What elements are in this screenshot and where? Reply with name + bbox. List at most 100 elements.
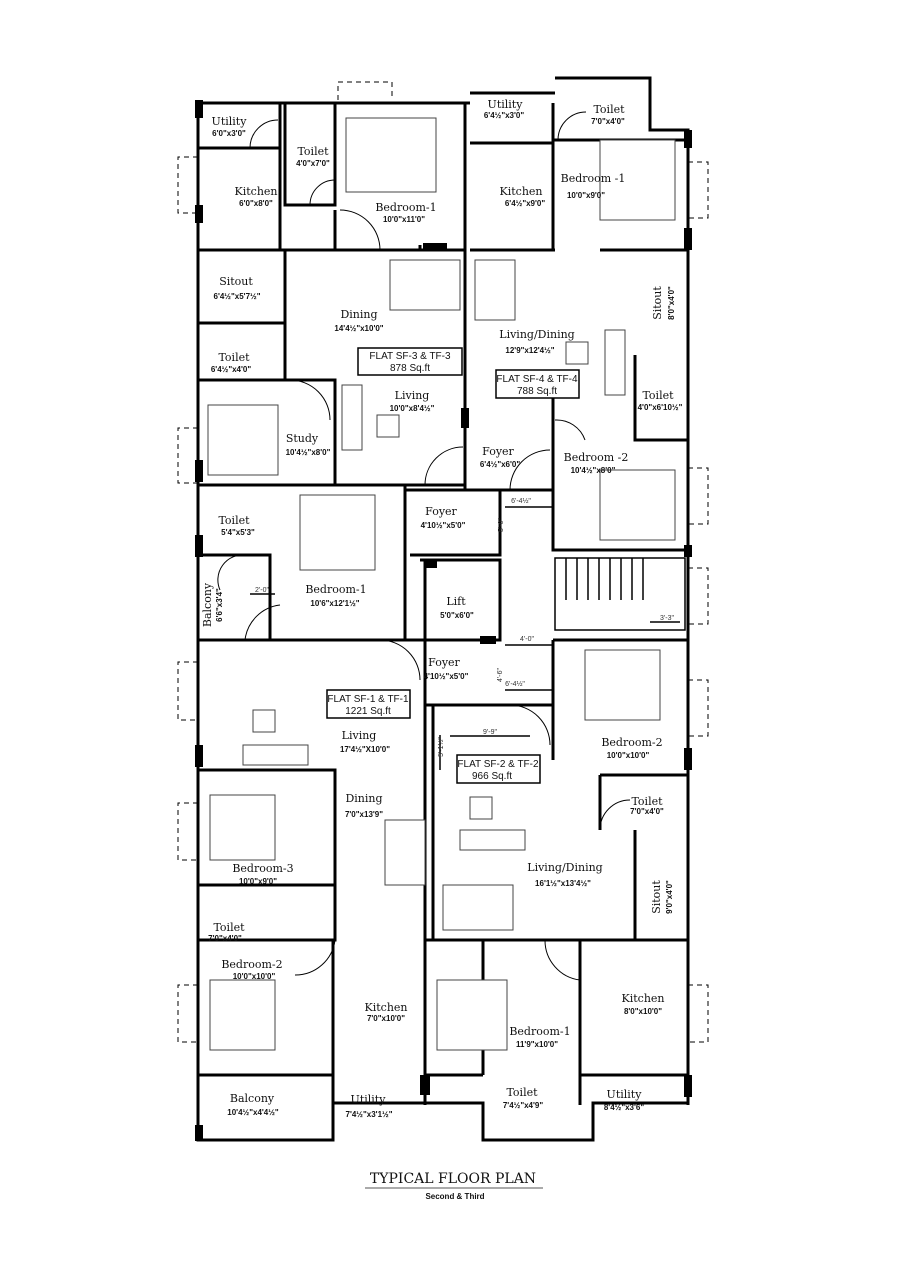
bed <box>584 649 661 721</box>
bed <box>209 794 276 861</box>
room-size: 10'4½"x8'0" <box>286 448 331 457</box>
room-size: 11'9"x10'0" <box>516 1040 558 1049</box>
flat-label: FLAT SF-3 & TF-3 <box>369 351 451 362</box>
room-size: 6'0"x8'0" <box>239 199 273 208</box>
room-size: 10'4½"x4'4½" <box>227 1108 279 1117</box>
sofa <box>604 329 626 396</box>
room-size: 10'0"x9'0" <box>567 191 605 200</box>
room-size: 6'4½"x4'0" <box>211 365 252 374</box>
room-name: Foyer <box>425 505 457 518</box>
room-name: Living/Dining <box>499 328 574 341</box>
room-size: 7'0"x10'0" <box>367 1014 405 1023</box>
room-name: Toilet <box>218 514 250 527</box>
plan-subtitle: Second & Third <box>425 1192 484 1201</box>
room-name: Toilet <box>297 145 329 158</box>
room-size: 7'0"x4'0" <box>208 934 242 943</box>
coffee-table <box>376 414 400 438</box>
room-size: 10'4½"x8'0" <box>571 466 616 475</box>
room-size: 7'4½"x4'9" <box>503 1101 544 1110</box>
dining-table <box>442 884 514 931</box>
room-name: Toilet <box>213 921 245 934</box>
room-size: 10'0"x10'0" <box>233 972 276 981</box>
room-name: Dining <box>340 308 377 321</box>
dining-table <box>474 259 516 321</box>
room-name: Bedroom-1 <box>509 1025 570 1038</box>
flat-label-box <box>495 369 580 399</box>
room-size: 7'4½"x3'1½" <box>346 1110 393 1119</box>
flat-label: FLAT SF-2 & TF-2 <box>457 759 539 770</box>
bed <box>599 139 676 221</box>
flat-sf1: FLAT SF-1 & TF-1 1221 Sq.ft Living 17'4½… <box>208 689 411 1119</box>
room-name: Bedroom-1 <box>375 201 436 214</box>
flat-label: FLAT SF-4 & TF-4 <box>496 374 578 385</box>
room-size: 9'0"x4'0" <box>665 880 674 914</box>
flat-label-box <box>456 754 541 784</box>
room-size: 10'0"x10'0" <box>607 751 650 760</box>
room-size: 6'4½"x3'0" <box>484 111 525 120</box>
room-size: 8'0"x10'0" <box>624 1007 662 1016</box>
room-size: 17'4½"X10'0" <box>340 745 390 754</box>
flat-area: 966 Sq.ft <box>472 771 512 782</box>
room-size: 10'6"x12'1½" <box>310 599 359 608</box>
room-name: Utility <box>212 115 248 128</box>
room-name: Toilet <box>506 1086 538 1099</box>
dining-table <box>384 819 426 886</box>
room-size: 16'1½"x13'4½" <box>535 879 591 888</box>
room-name: Lift <box>446 595 466 608</box>
room-name: Sitout <box>219 275 253 288</box>
room-size: 10'0"x11'0" <box>383 215 425 224</box>
sofa <box>459 829 526 851</box>
room-name: Bedroom-3 <box>232 862 293 875</box>
room-name: Kitchen <box>235 185 278 198</box>
dimension-label: 5'-0" <box>498 518 505 532</box>
room-name: Living <box>342 729 377 742</box>
room-name: Toilet <box>593 103 625 116</box>
dining-table <box>389 259 461 311</box>
room-name: Bedroom-1 <box>305 583 366 596</box>
room-name: Foyer <box>428 656 460 669</box>
flat-label-box <box>326 689 411 719</box>
bed <box>209 979 276 1051</box>
dimension-label: 4'-6" <box>497 668 504 682</box>
flat-area: 788 Sq.ft <box>517 386 557 397</box>
sofa <box>242 744 309 766</box>
plan-title: TYPICAL FLOOR PLAN <box>370 1171 536 1187</box>
room-size: 14'4½"x10'0" <box>334 324 383 333</box>
room-name: Utility <box>607 1088 643 1101</box>
room-name: Study <box>286 432 319 445</box>
core-area: Foyer 4'10½"x5'0" Toilet 5'4"x5'3" Balco… <box>201 497 680 770</box>
window-projections <box>177 81 709 1043</box>
room-size: 7'0"x13'9" <box>345 810 383 819</box>
coffee-table <box>469 796 493 820</box>
door-swings <box>217 111 631 981</box>
dimension-lines <box>250 506 680 770</box>
room-name: Bedroom-2 <box>221 958 282 971</box>
room-name: Utility <box>351 1093 387 1106</box>
room-name: Foyer <box>482 445 514 458</box>
flat-area: 1221 Sq.ft <box>345 706 391 717</box>
flat-label-box <box>357 347 463 376</box>
dimension-label: 3'-3" <box>660 615 674 622</box>
room-size: 5'4"x5'3" <box>221 528 255 537</box>
room-name: Kitchen <box>622 992 665 1005</box>
flat-sf2: Bedroom-2 10'0"x10'0" Toilet 7'0"x4'0" L… <box>456 736 674 1112</box>
bed <box>345 117 437 193</box>
room-size: 4'0"x6'10½" <box>638 403 683 412</box>
room-name: Utility <box>488 98 524 111</box>
room-size: 5'0"x6'0" <box>440 611 474 620</box>
bed <box>599 469 676 541</box>
room-size: 4'10½"x5'0" <box>424 672 469 681</box>
room-size: 6'4½"x5'7½" <box>214 292 261 301</box>
staircase <box>554 557 686 631</box>
room-size: 4'10½"x5'0" <box>421 521 466 530</box>
interior-walls <box>198 103 688 1140</box>
room-size: 10'0"x9'0" <box>239 877 277 886</box>
room-size: 6'4½"x9'0" <box>505 199 546 208</box>
room-name: Kitchen <box>500 185 543 198</box>
dimension-label: 5'-1½" <box>437 737 445 757</box>
bed <box>299 494 376 571</box>
room-size: 8'4½"x3'6" <box>604 1103 645 1112</box>
room-name: Sitout <box>651 286 664 320</box>
structural-columns <box>195 100 692 1141</box>
